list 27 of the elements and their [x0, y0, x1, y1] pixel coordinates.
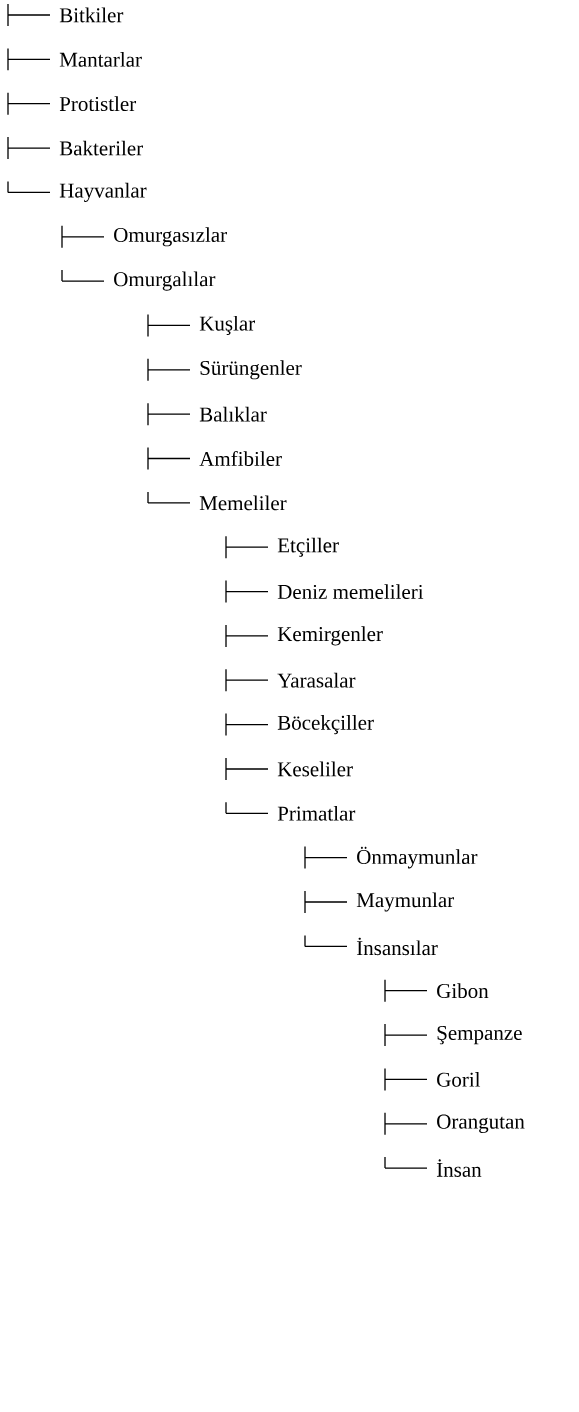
tree-item: Goril — [437, 1072, 481, 1087]
tree-item: Şempanze — [437, 1025, 522, 1045]
tree-item: Kuşlar — [199, 315, 255, 335]
tree-item: Memeliler — [199, 495, 287, 511]
tree-item: Kemirgenler — [277, 626, 383, 646]
tree-item: Deniz memelileri — [277, 584, 424, 599]
tree-item: Keseliler — [277, 761, 353, 777]
tree-item: Hayvanlar — [59, 182, 147, 202]
tree-item: Etçiller — [277, 537, 339, 557]
tree-item: Bakteriler — [59, 140, 143, 156]
tree-item: Orangutan — [437, 1114, 525, 1134]
tree-item: Yarasalar — [277, 672, 356, 688]
tree-item: Amfibiler — [199, 451, 282, 466]
tree-item: Önmaymunlar — [357, 846, 478, 869]
tree-item: Sürüngenler — [200, 360, 302, 380]
tree-item: Omurgalılar — [114, 271, 216, 291]
tree-item: Protistler — [59, 96, 136, 112]
tree-item: Omurgasızlar — [114, 227, 227, 247]
tree-item: Primatlar — [277, 805, 356, 821]
tree-item: İnsansılar — [356, 937, 438, 956]
tree-item: Mantarlar — [59, 52, 142, 67]
tree-item: Böcekçiller — [277, 715, 374, 735]
tree-item: Bitkiler — [59, 7, 124, 23]
tree-item: Balıklar — [199, 406, 267, 422]
tree-item: Gibon — [437, 983, 489, 999]
tree-item: Maymunlar — [356, 892, 454, 912]
tree-item: İnsan — [436, 1159, 482, 1177]
